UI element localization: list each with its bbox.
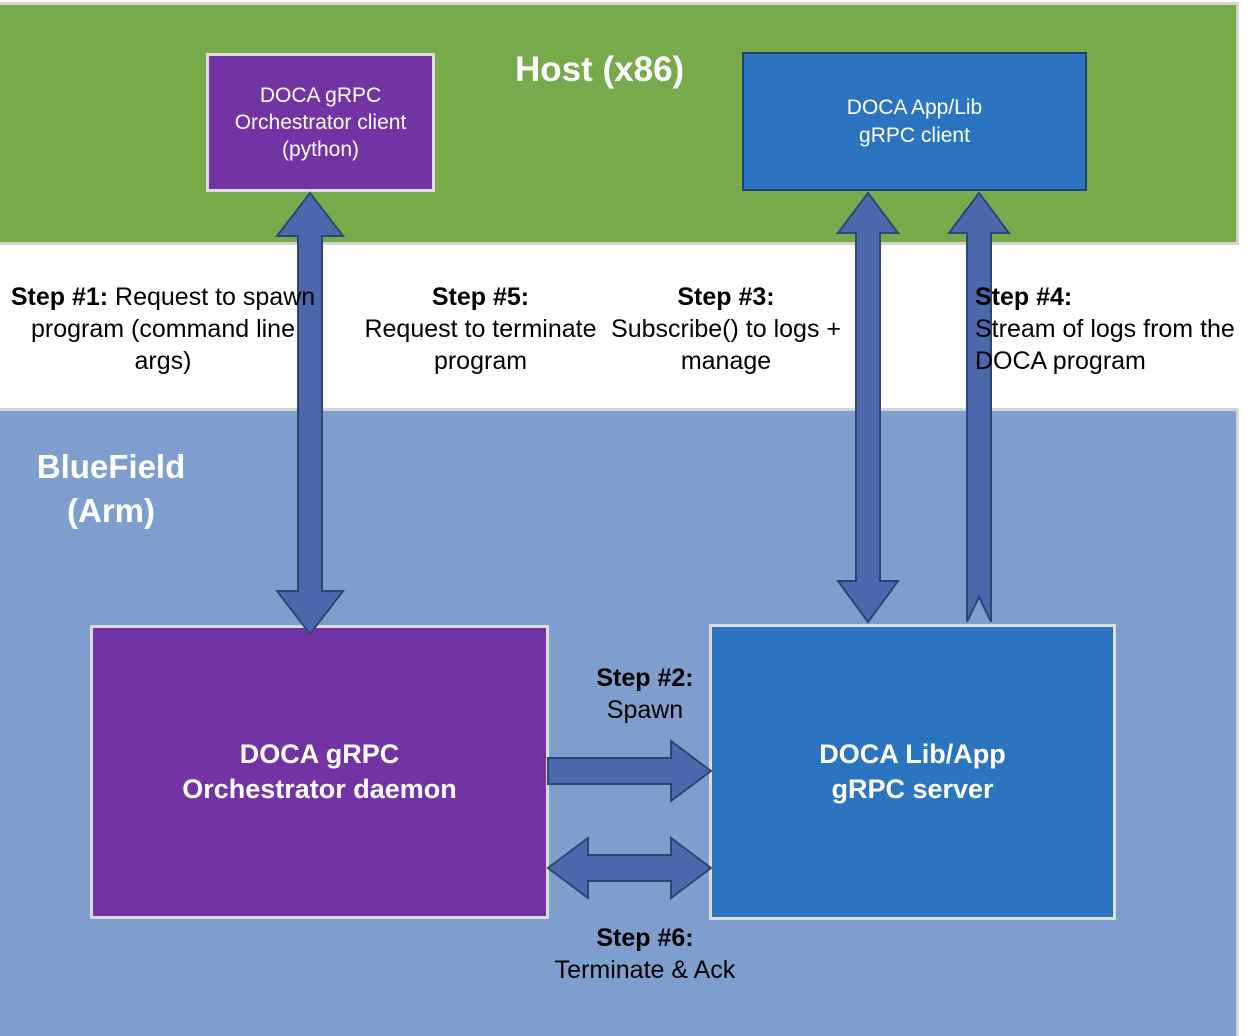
arrow-step6-double-horizontal — [546, 836, 713, 900]
box-doca-app-lib-grpc-client[interactable]: DOCA App/Lib gRPC client — [742, 52, 1087, 191]
step-label-1: Step #1: Request to spawn program (comma… — [8, 281, 318, 377]
step-3-body: Subscribe() to logs + manage — [611, 315, 841, 375]
step-6-body: Terminate & Ack — [554, 956, 736, 984]
step-label-3: Step #3: Subscribe() to logs + manage — [595, 281, 857, 377]
step-4-body: Stream of logs from the DOCA program — [975, 315, 1235, 375]
step-label-6: Step #6: Terminate & Ack — [500, 922, 790, 986]
bluefield-panel-title: BlueField (Arm) — [36, 448, 186, 529]
arrow-step1-step5-double-vertical — [274, 191, 346, 636]
step-5-head: Step #5: — [431, 283, 530, 311]
step-label-2: Step #2: Spawn — [545, 662, 745, 726]
arrow-step4-up-notched — [947, 191, 1011, 623]
box-doca-grpc-orchestrator-daemon[interactable]: DOCA gRPC Orchestrator daemon — [90, 625, 549, 919]
box-doca-lib-app-grpc-server[interactable]: DOCA Lib/App gRPC server — [709, 624, 1116, 920]
step-label-5: Step #5: Request to terminate program — [348, 281, 613, 377]
step-label-4: Step #4: Stream of logs from the DOCA pr… — [975, 281, 1250, 377]
arrow-step2-right — [547, 739, 713, 803]
step-1-head: Step #1: — [10, 283, 109, 311]
step-5-body: Request to terminate program — [364, 315, 597, 375]
box-doca-grpc-orchestrator-client[interactable]: DOCA gRPC Orchestrator client (python) — [206, 53, 435, 192]
host-panel-title: Host (x86) — [515, 50, 685, 89]
step-4-head: Step #4: — [975, 283, 1073, 311]
step-1-body: Request to spawn program (command line a… — [31, 283, 316, 375]
step-3-head: Step #3: — [677, 283, 775, 311]
step-2-body: Spawn — [606, 696, 684, 724]
step-6-head: Step #6: — [596, 924, 694, 952]
step-2-head: Step #2: — [596, 664, 694, 692]
arrow-step3-double-vertical — [836, 191, 900, 624]
